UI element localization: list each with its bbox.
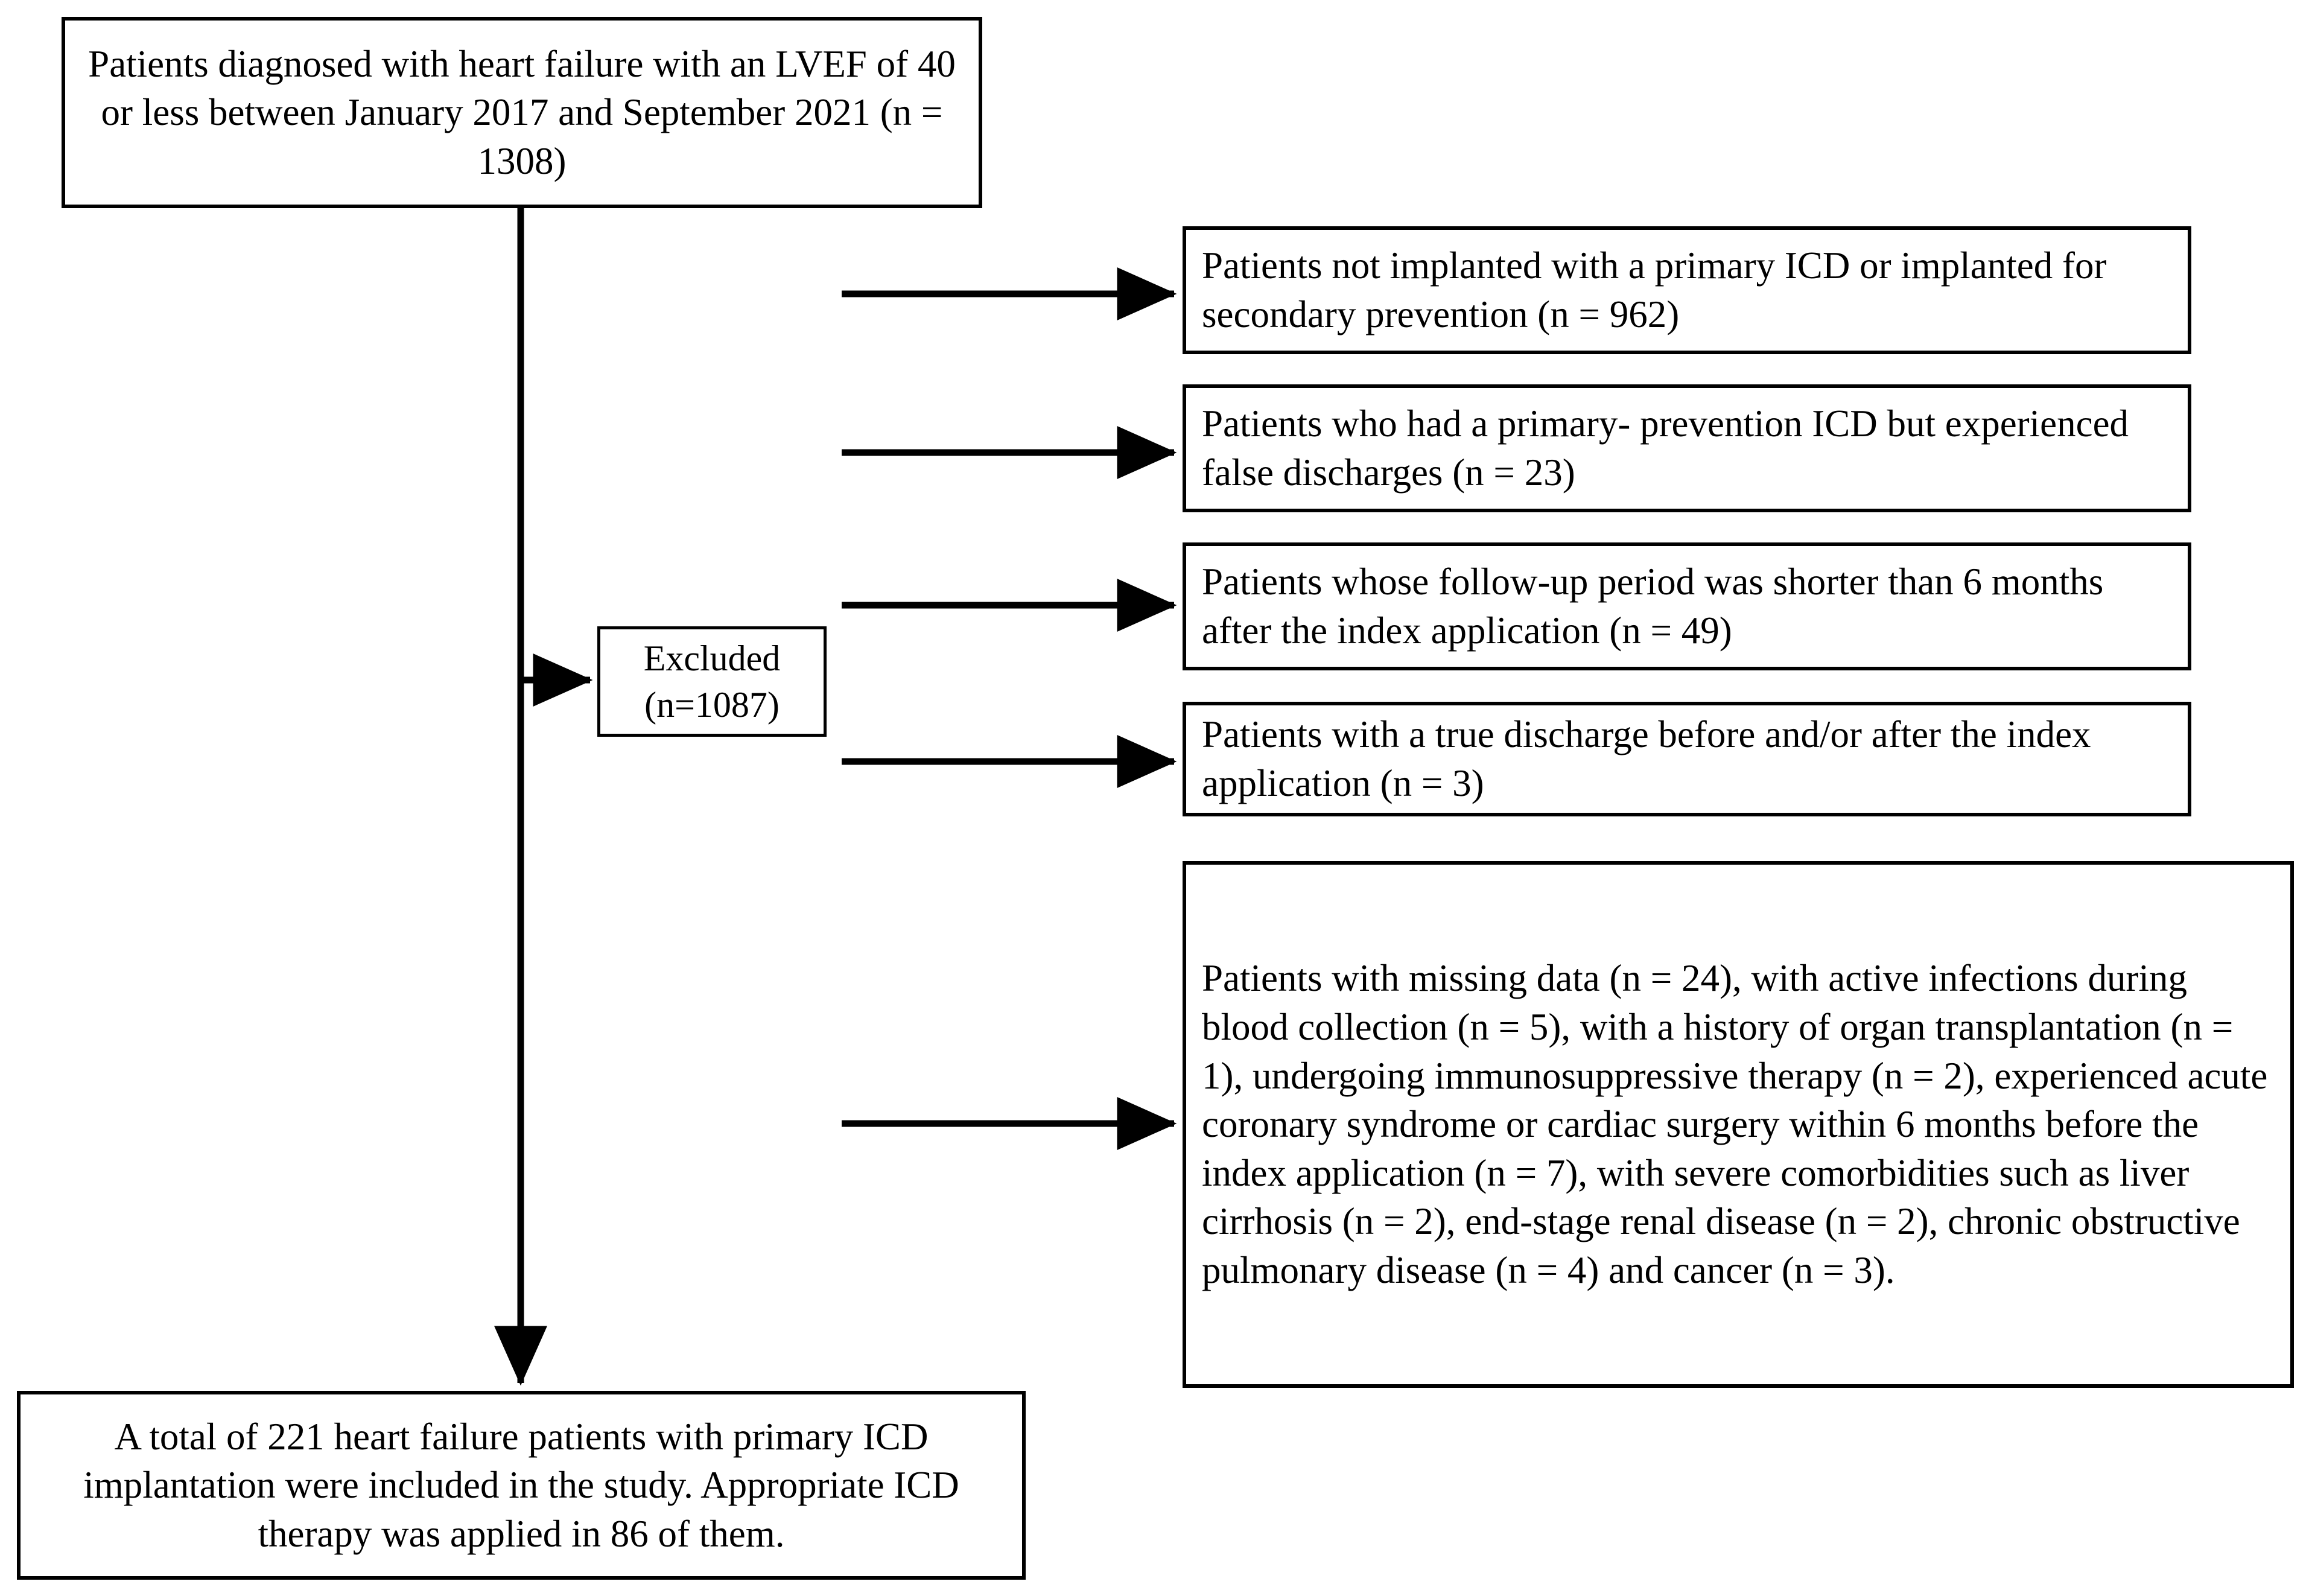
- node-exclusion-reason-4: Patients with a true discharge before an…: [1183, 702, 2191, 816]
- node-exclusion-reason-3-label: Patients whose follow-up period was shor…: [1202, 561, 2104, 652]
- node-exclusion-reason-2-label: Patients who had a primary- prevention I…: [1202, 402, 2129, 494]
- node-source-population: Patients diagnosed with heart failure wi…: [62, 17, 982, 208]
- node-excluded-summary-label: Excluded (n=1087): [643, 638, 781, 725]
- node-excluded-summary: Excluded (n=1087): [597, 626, 827, 737]
- node-exclusion-reason-1: Patients not implanted with a primary IC…: [1183, 226, 2191, 354]
- node-exclusion-reason-2: Patients who had a primary- prevention I…: [1183, 384, 2191, 512]
- node-source-population-label: Patients diagnosed with heart failure wi…: [88, 42, 956, 182]
- node-included-population-label: A total of 221 heart failure patients wi…: [83, 1415, 959, 1555]
- node-exclusion-reason-5-label: Patients with missing data (n = 24), wit…: [1202, 957, 2268, 1292]
- node-exclusion-reason-3: Patients whose follow-up period was shor…: [1183, 542, 2191, 670]
- node-exclusion-reason-4-label: Patients with a true discharge before an…: [1202, 713, 2091, 804]
- node-exclusion-reason-5: Patients with missing data (n = 24), wit…: [1183, 861, 2294, 1388]
- node-exclusion-reason-1-label: Patients not implanted with a primary IC…: [1202, 244, 2107, 335]
- node-included-population: A total of 221 heart failure patients wi…: [17, 1391, 1026, 1580]
